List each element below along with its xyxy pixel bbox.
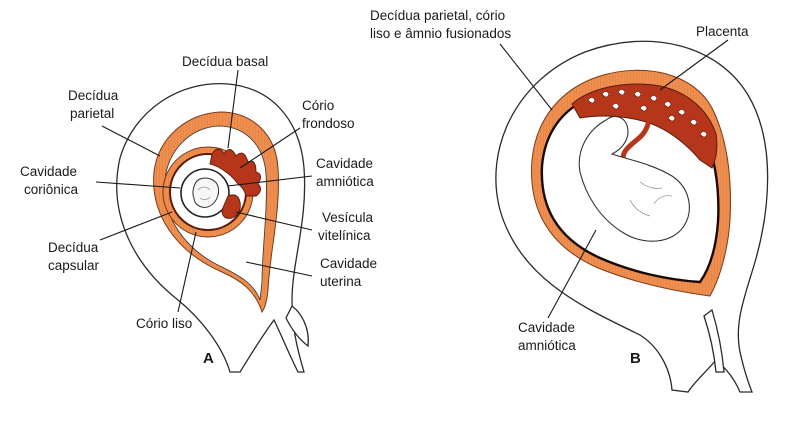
panel-a-letter: A — [203, 350, 214, 367]
label-decidua-capsular-line1: Decídua — [48, 240, 99, 255]
panel-b-uterus — [495, 40, 769, 393]
label-cavidade-uterina-line1: Cavidade — [320, 256, 377, 271]
label-decidua-basal: Decídua basal — [182, 54, 268, 69]
panel-b-letter: B — [630, 350, 641, 367]
panel-a-embryo — [192, 177, 220, 208]
label-vesicula-line1: Vesícula — [322, 210, 374, 225]
label-decidua-parietal-line1: Decídua — [68, 88, 119, 103]
label-decidua-parietal-line2: parietal — [70, 106, 114, 121]
panel-b-placenta — [571, 83, 718, 169]
label-corio-frondoso-line1: Cório — [302, 98, 334, 113]
label-cavidade-amniotica-b-line2: amniótica — [518, 338, 576, 353]
panel-b-placental-lacunae — [587, 89, 708, 138]
label-cavidade-corionica-line2: coriônica — [24, 182, 79, 197]
label-corio-frondoso-line2: frondoso — [302, 116, 355, 131]
label-placenta: Placenta — [696, 24, 749, 39]
label-cavidade-amniotica-a-line1: Cavidade — [316, 156, 373, 171]
label-cavidade-amniotica-a-line2: amniótica — [316, 174, 374, 189]
label-decidua-capsular-line2: capsular — [48, 258, 100, 273]
label-corio-liso: Cório liso — [136, 316, 192, 331]
label-cavidade-corionica-line1: Cavidade — [20, 164, 77, 179]
label-cavidade-amniotica-b-line1: Cavidade — [518, 320, 575, 335]
label-vesicula-line2: vitelínica — [318, 228, 371, 243]
panel-b-fetus — [578, 115, 690, 242]
panel-a-chorion-frondosum — [209, 148, 261, 197]
labels-panel-a: Decídua basal Decídua parietal Cório fro… — [20, 54, 377, 367]
labels-panel-b: Decídua parietal, cório liso e âmnio fus… — [370, 8, 749, 367]
label-fused-line2: liso e âmnio fusionados — [370, 26, 511, 41]
label-cavidade-uterina-line2: uterina — [320, 274, 362, 289]
leader-lines — [95, 39, 729, 319]
label-fused-line1: Decídua parietal, cório — [370, 8, 505, 23]
